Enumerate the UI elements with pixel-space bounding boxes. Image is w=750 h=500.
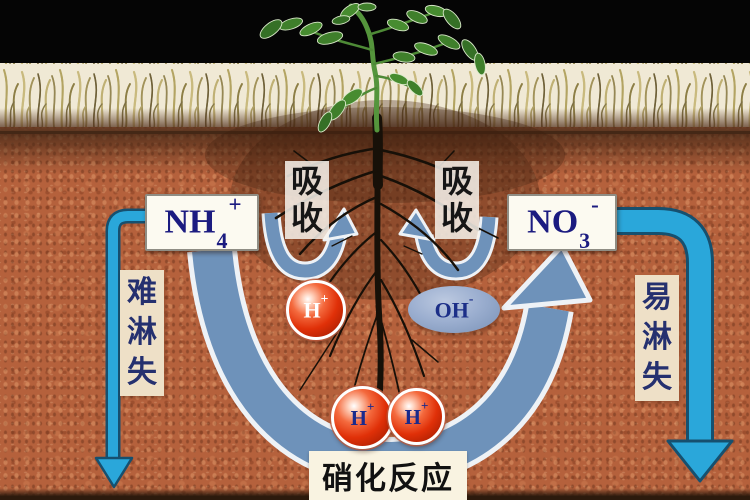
h-plus-formula: H+ [404, 398, 429, 429]
h-plus-formula: H+ [303, 291, 329, 323]
h-plus-ion-soil-2: H+ [388, 388, 445, 445]
no3-formula: NO3- [527, 191, 599, 254]
leach-hard-label: 难淋失 [120, 270, 164, 396]
h-plus-ion-root: H+ [286, 280, 346, 340]
h-plus-ion-soil-1: H+ [331, 386, 394, 449]
sky-background [0, 0, 750, 63]
uptake-arrow-right-icon [398, 208, 499, 281]
oh-minus-formula: OH- [434, 290, 474, 323]
absorb-label-left: 吸收 [285, 161, 329, 239]
leach-arrow-left-icon [94, 208, 150, 489]
absorb-label-right: 吸收 [435, 161, 479, 239]
root-zone-shade [230, 100, 540, 300]
root-zone-shade-upper [205, 107, 565, 203]
no3-label-box: NO3- [507, 191, 617, 254]
leach-easy-label: 易淋失 [635, 275, 679, 401]
uptake-arrow-left-icon [261, 207, 359, 281]
nh4-label-box: NH4+ [145, 191, 259, 254]
nitrification-label: 硝化反应 [309, 451, 467, 500]
leach-arrow-right-icon [612, 207, 734, 483]
plant-seedling-icon [259, 2, 486, 133]
nh4-formula: NH4+ [164, 191, 242, 254]
oh-minus-ion: OH- [408, 286, 500, 333]
h-plus-formula: H+ [350, 399, 375, 430]
